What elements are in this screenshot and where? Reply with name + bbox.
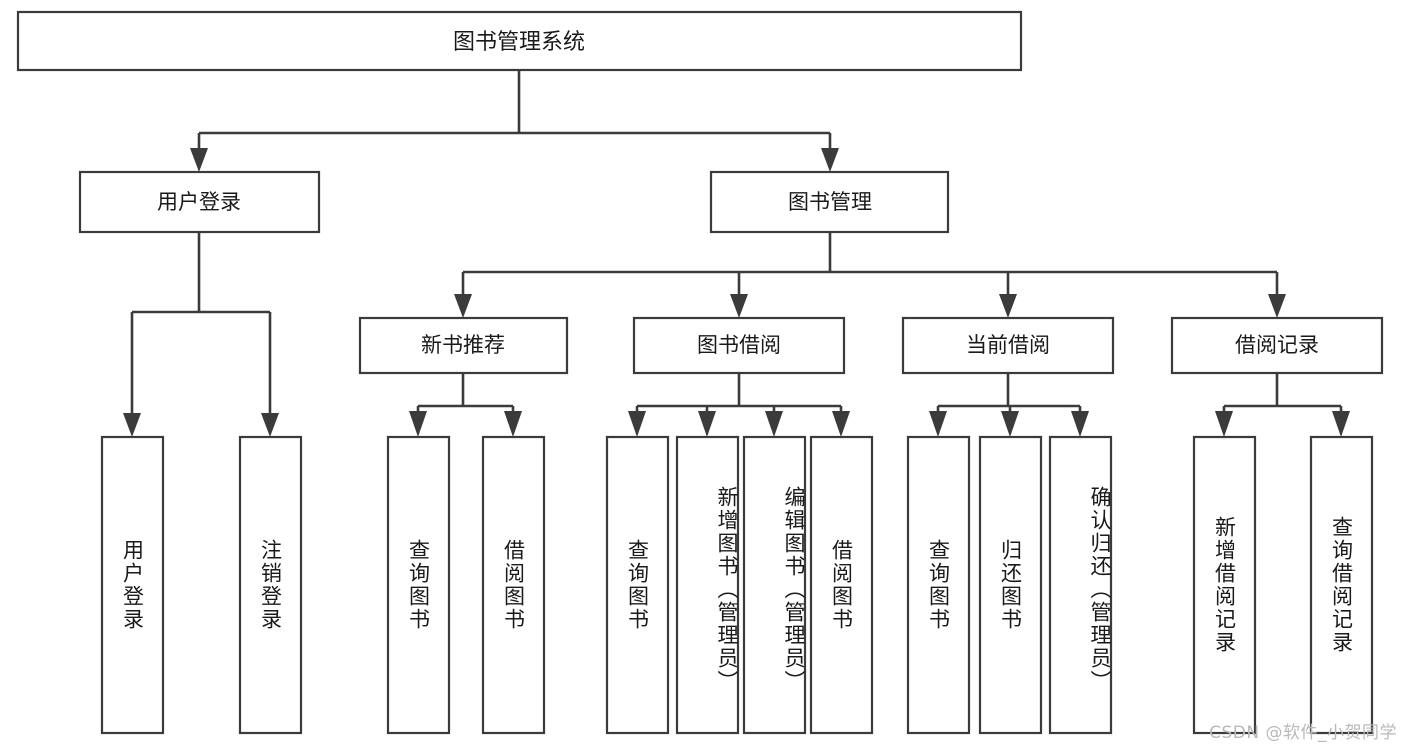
- connector-bookborrow-to-leaves: [628, 373, 850, 437]
- node-book-management-label: 图书管理: [788, 190, 872, 214]
- node-book-management[interactable]: [709, 170, 950, 234]
- arrow-head-icon: [929, 411, 947, 437]
- arrow-head-icon: [409, 411, 427, 437]
- node-root[interactable]: [16, 10, 1023, 72]
- arrow-head-icon: [261, 413, 279, 437]
- connector-root-to-level2: [190, 70, 839, 172]
- arrow-head-icon: [454, 294, 472, 318]
- leaf-box-borrow-book[interactable]: [809, 435, 874, 735]
- arrow-head-icon: [504, 411, 522, 437]
- arrow-head-icon: [832, 411, 850, 437]
- connector-bookmgmt-to-level3: [454, 232, 1286, 318]
- arrow-head-icon: [190, 148, 208, 172]
- connector-newbook-to-leaves: [409, 373, 522, 437]
- node-new-book-recommend[interactable]: [358, 316, 569, 375]
- arrow-head-icon: [1215, 411, 1233, 437]
- leaf-box-query-book-borrow[interactable]: [605, 435, 670, 735]
- arrow-head-icon: [730, 294, 748, 318]
- node-user-login[interactable]: [78, 170, 321, 234]
- leaf-box-edit-book-admin[interactable]: [742, 435, 807, 735]
- arrow-head-icon: [123, 413, 141, 437]
- arrow-head-icon: [1268, 294, 1286, 318]
- arrow-head-icon: [1332, 411, 1350, 437]
- node-new-book-recommend-label: 新书推荐: [421, 333, 505, 357]
- node-root-label: 图书管理系统: [453, 30, 585, 55]
- connector-currentborrow-to-leaves: [929, 373, 1089, 437]
- leaf-box-query-book-newbook[interactable]: [386, 435, 451, 735]
- leaf-box-user-login[interactable]: [100, 435, 165, 735]
- leaf-box-confirm-return-admin[interactable]: [1048, 435, 1113, 735]
- leaf-box-add-borrow-record[interactable]: [1192, 435, 1257, 735]
- arrow-head-icon: [628, 411, 646, 437]
- watermark-text: CSDN @软件_小贺同学: [1209, 723, 1397, 743]
- arrow-head-icon: [1001, 411, 1019, 437]
- arrow-head-icon: [1071, 411, 1089, 437]
- node-book-borrow[interactable]: [632, 316, 846, 375]
- node-book-borrow-label: 图书借阅: [697, 333, 781, 357]
- node-current-borrow-label: 当前借阅: [966, 333, 1050, 357]
- node-user-login-label: 用户登录: [157, 190, 241, 214]
- arrow-head-icon: [821, 148, 839, 172]
- leaf-box-query-book-current[interactable]: [906, 435, 971, 735]
- leaf-box-query-borrow-record[interactable]: [1309, 435, 1374, 735]
- node-borrow-record[interactable]: [1170, 316, 1384, 375]
- leaf-box-return-book[interactable]: [978, 435, 1043, 735]
- leaf-box-borrow-book-newbook[interactable]: [481, 435, 546, 735]
- node-borrow-record-label: 借阅记录: [1235, 333, 1319, 357]
- leaf-box-add-book-admin[interactable]: [675, 435, 740, 735]
- connector-user-login-to-leaves: [123, 232, 279, 437]
- arrow-head-icon: [999, 294, 1017, 318]
- connector-borrowrecord-to-leaves: [1215, 373, 1350, 437]
- arrow-head-icon: [765, 411, 783, 437]
- node-current-borrow[interactable]: [901, 316, 1115, 375]
- arrow-head-icon: [698, 411, 716, 437]
- leaf-box-logout[interactable]: [238, 435, 303, 735]
